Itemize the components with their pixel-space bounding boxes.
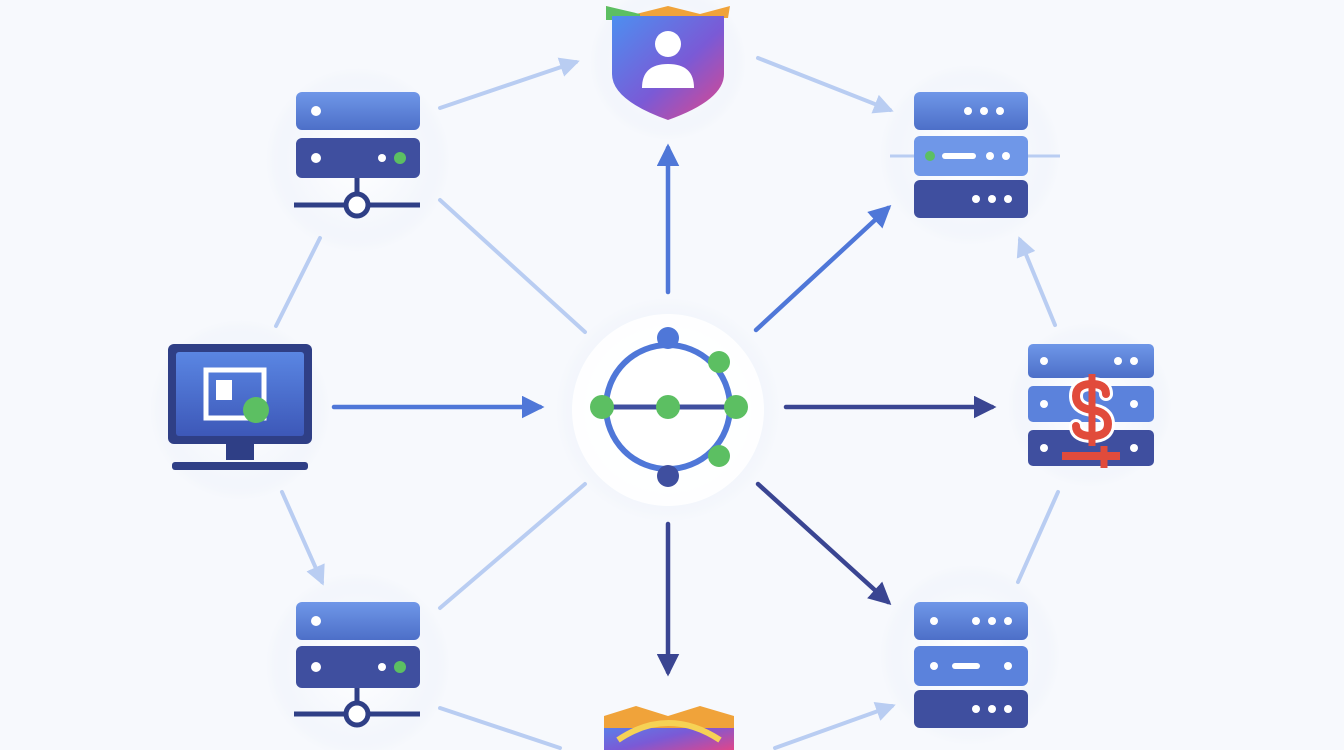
edge-server-billing-to-server-bottom-right [1016,490,1060,584]
shield-user-icon [606,6,730,120]
network-hub-icon [572,314,764,506]
edge-server-top-left-to-shield-top [438,57,580,110]
edge-workstation-to-server-bottom-left [280,490,325,586]
edge-server-bottom-left-to-hub [438,482,587,610]
server-stack-icon [914,602,1028,728]
edge-server-top-left-to-hub [438,198,587,334]
edge-server-bottom-left-to-shield-bottom [438,706,562,750]
light-connectors [274,56,1060,750]
edge-server-top-left-to-workstation [274,236,322,328]
edge-hub-to-server-bottom-right [755,481,892,606]
edge-hub-to-server-top-right [753,204,892,333]
server-network-icon [294,602,420,728]
shield-icon [604,706,734,750]
server-stack-icon [890,92,1060,218]
strong-connectors [331,143,997,677]
edge-server-billing-to-server-top-right [1016,236,1057,327]
edge-shield-top-to-server-top-right [756,56,894,114]
edge-shield-bottom-to-server-bottom-right [773,701,896,750]
monitor-icon [168,344,312,470]
server-network-icon [294,92,420,219]
server-dollar-icon [1028,344,1154,468]
